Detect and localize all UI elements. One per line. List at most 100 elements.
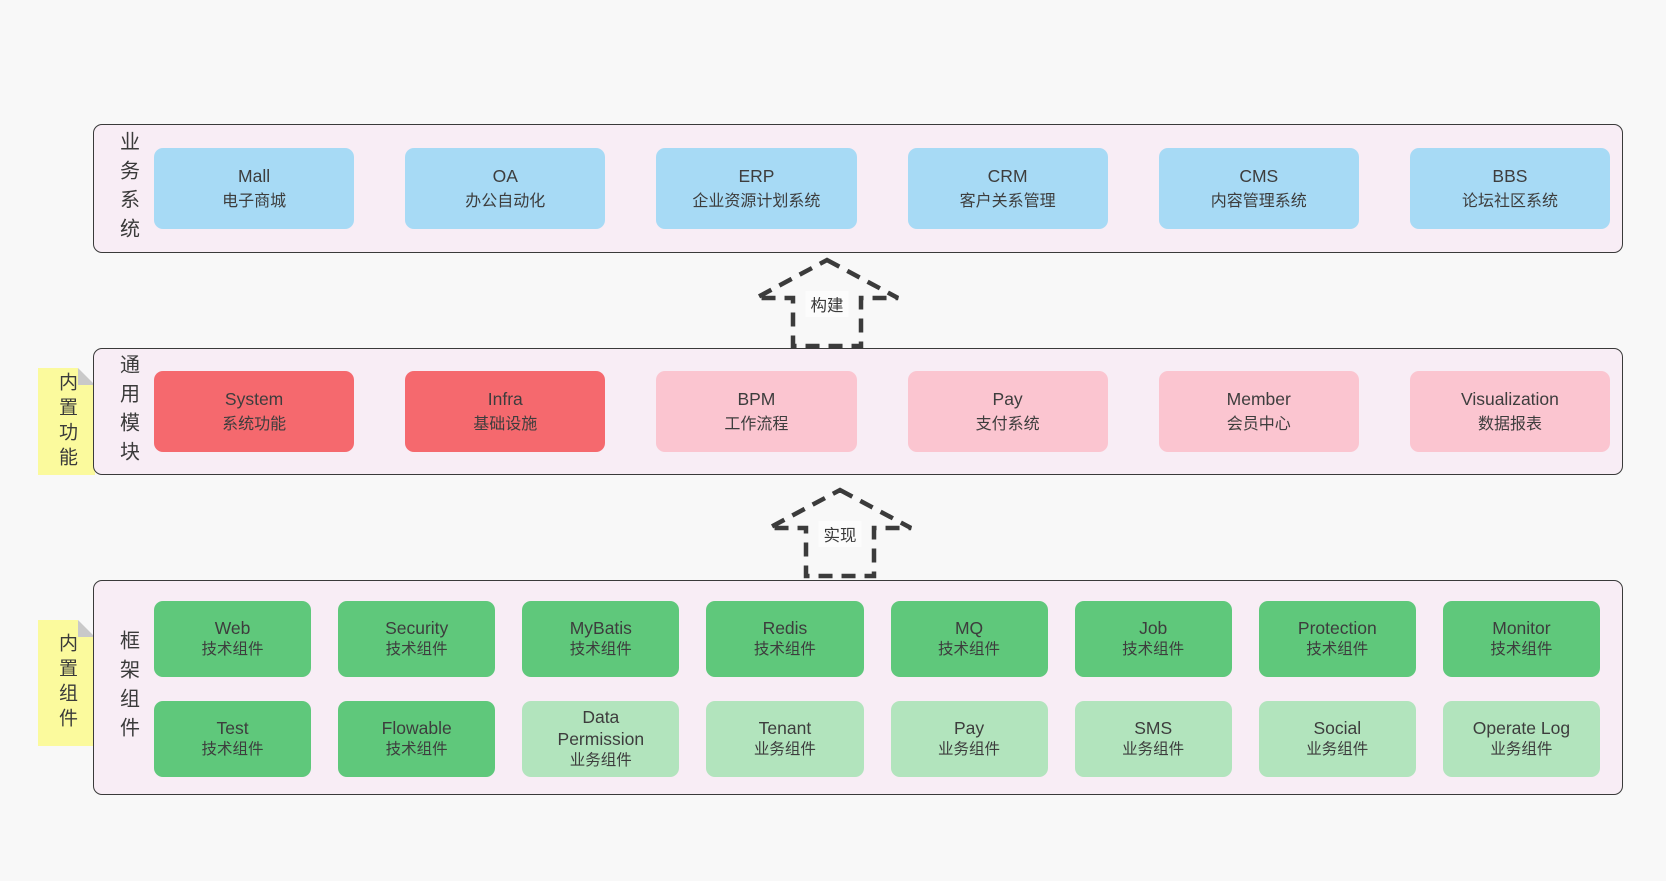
node-subtitle: 业务组件 (1122, 741, 1185, 758)
node-title: Web (214, 618, 251, 638)
node-subtitle: 业务组件 (1306, 741, 1369, 758)
node-subtitle: 技术组件 (385, 641, 448, 658)
dashed-up-arrow-icon (754, 257, 900, 349)
diagram-node-erp: ERP 企业资源计划系统 (656, 148, 857, 229)
common-modules-nodes: System 系统功能 Infra 基础设施 BPM 工作流程 Pay 支付系统 Member 会… (154, 349, 1611, 474)
node-title: OA (492, 165, 518, 186)
node-subtitle: 业务组件 (938, 741, 1001, 758)
node-title: MQ (954, 618, 984, 638)
node-subtitle: 技术组件 (201, 641, 264, 658)
arrow-implement: 实现 (765, 487, 915, 579)
node-subtitle: 技术组件 (201, 741, 264, 758)
node-subtitle: 技术组件 (385, 741, 448, 758)
diagram-node-member: Member 会员中心 (1158, 371, 1359, 452)
diagram-node-cms: CMS 内容管理系统 (1158, 148, 1359, 229)
node-subtitle: 工作流程 (724, 415, 789, 433)
diagram-node-system: System 系统功能 (154, 371, 355, 452)
node-title: CRM (987, 165, 1028, 186)
node-title: ERP (738, 165, 775, 186)
node-title: Job (1139, 618, 1168, 638)
node-subtitle: 技术组件 (753, 641, 816, 658)
band-label-framework-components: 框架组件 (116, 629, 139, 746)
node-title: Infra (487, 388, 523, 409)
diagram-node-job: Job 技术组件 (1074, 601, 1232, 677)
note-fold-corner-icon (78, 620, 95, 637)
diagram-node-mall: Mall 电子商城 (154, 148, 355, 229)
node-title: System (224, 388, 284, 409)
node-title: Pay (992, 388, 1023, 409)
diagram-node-data-permission: Data Permission 业务组件 (522, 701, 680, 777)
node-title: Tenant (758, 718, 812, 738)
diagram-node-pay: Pay 业务组件 (890, 701, 1048, 777)
node-title: MyBatis (569, 618, 632, 638)
node-title: Security (385, 618, 449, 638)
arrow-label: 实现 (818, 521, 862, 547)
node-title: BPM (737, 388, 776, 409)
diagram-node-mq: MQ 技术组件 (890, 601, 1048, 677)
node-subtitle: 技术组件 (1490, 641, 1553, 658)
node-title: Mall (238, 165, 271, 186)
node-subtitle: 技术组件 (1122, 641, 1185, 658)
diagram-node-crm: CRM 客户关系管理 (907, 148, 1108, 229)
diagram-node-tenant: Tenant 业务组件 (706, 701, 864, 777)
node-subtitle: 技术组件 (569, 641, 632, 658)
diagram-node-security: Security 技术组件 (338, 601, 496, 677)
node-title: Operate Log (1472, 718, 1571, 738)
band-label-business-systems: 业务系统 (116, 130, 139, 247)
node-title: Data Permission (557, 707, 645, 749)
business-systems-nodes: Mall 电子商城 OA 办公自动化 ERP 企业资源计划系统 CRM 客户关系管理 CMS 内容… (154, 125, 1611, 252)
node-subtitle: 办公自动化 (465, 192, 546, 210)
node-title: Member (1226, 388, 1291, 409)
diagram-node-infra: Infra 基础设施 (405, 371, 606, 452)
arrow-label: 构建 (805, 291, 849, 317)
diagram-node-oa: OA 办公自动化 (405, 148, 606, 229)
diagram-node-bpm: BPM 工作流程 (656, 371, 857, 452)
node-subtitle: 支付系统 (975, 415, 1040, 433)
diagram-node-operate-log: Operate Log 业务组件 (1442, 701, 1600, 777)
node-title: Test (216, 718, 249, 738)
node-title: Monitor (1492, 618, 1551, 638)
business-systems-band: 业务系统 Mall 电子商城 OA 办公自动化 ERP 企业资源计划系统 CRM 客户关系管理… (93, 124, 1623, 253)
node-title: BBS (1492, 165, 1528, 186)
node-subtitle: 业务组件 (1490, 741, 1553, 758)
sticky-note-built-in-features: 内置功能 (38, 368, 95, 475)
band-label-common-modules: 通用模块 (116, 353, 139, 470)
node-subtitle: 会员中心 (1226, 415, 1291, 433)
node-subtitle: 技术组件 (1306, 641, 1369, 658)
diagram-node-social: Social 业务组件 (1258, 701, 1416, 777)
node-title: Social (1313, 718, 1362, 738)
diagram-node-mybatis: MyBatis 技术组件 (522, 601, 680, 677)
node-subtitle: 系统功能 (222, 415, 287, 433)
node-subtitle: 论坛社区系统 (1461, 192, 1558, 210)
node-title: SMS (1134, 718, 1173, 738)
diagram-node-bbs: BBS 论坛社区系统 (1409, 148, 1611, 229)
node-title: Pay (953, 718, 985, 738)
note-text: 内置功能 (56, 371, 77, 472)
common-modules-band: 通用模块 System 系统功能 Infra 基础设施 BPM 工作流程 Pay 支付系统 Me… (93, 348, 1623, 475)
node-subtitle: 基础设施 (473, 415, 538, 433)
diagram-node-pay: Pay 支付系统 (907, 371, 1108, 452)
diagram-node-monitor: Monitor 技术组件 (1442, 601, 1600, 677)
node-subtitle: 业务组件 (569, 752, 632, 769)
sticky-note-built-in-components: 内置组件 (38, 620, 95, 746)
node-subtitle: 数据报表 (1477, 415, 1542, 433)
node-title: CMS (1239, 165, 1279, 186)
node-subtitle: 客户关系管理 (959, 192, 1056, 210)
node-subtitle: 技术组件 (938, 641, 1001, 658)
node-subtitle: 企业资源计划系统 (692, 192, 821, 210)
node-subtitle: 电子商城 (222, 192, 287, 210)
node-subtitle: 内容管理系统 (1210, 192, 1307, 210)
dashed-up-arrow-icon (767, 487, 913, 579)
note-fold-corner-icon (78, 368, 95, 385)
diagram-node-web: Web 技术组件 (154, 601, 312, 677)
diagram-node-test: Test 技术组件 (154, 701, 312, 777)
node-title: Visualization (1460, 388, 1559, 409)
diagram-node-visualization: Visualization 数据报表 (1409, 371, 1611, 452)
node-subtitle: 业务组件 (753, 741, 816, 758)
